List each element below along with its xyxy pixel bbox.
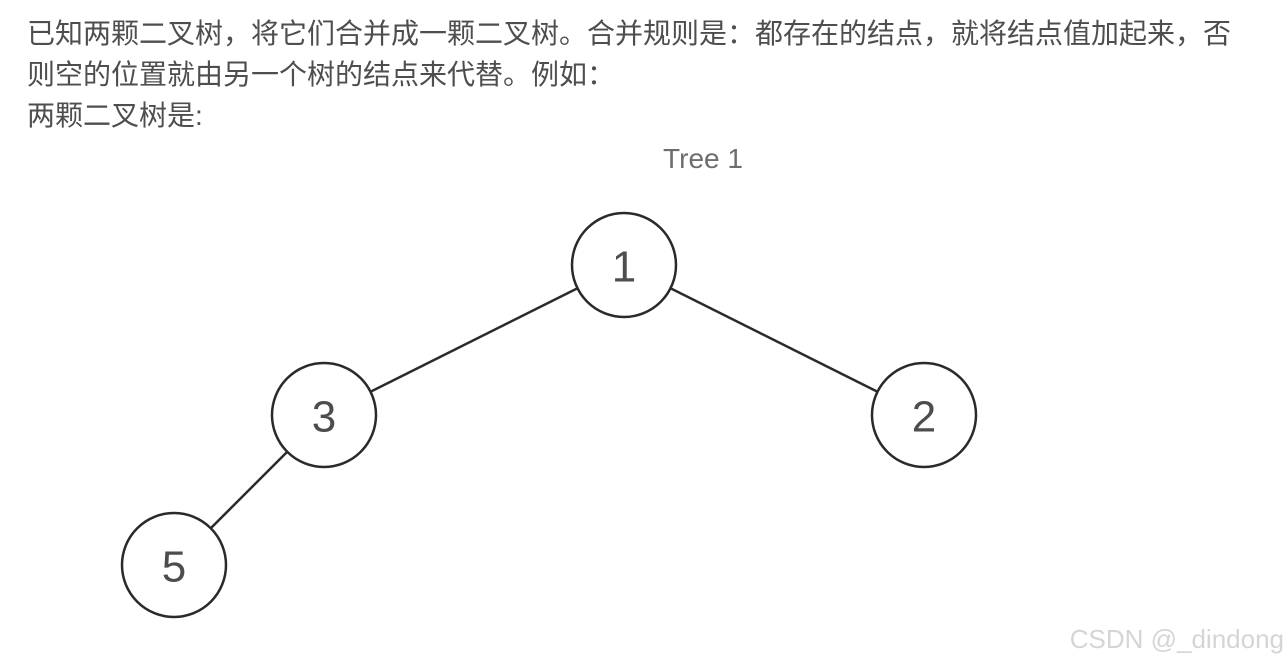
problem-description-line-2: 则空的位置就由另一个树的结点来代替。例如： [27, 59, 616, 90]
tree-node-left [270, 361, 378, 469]
problem-description-line-3: 两颗二叉树是: [27, 100, 203, 131]
tree-node-root [570, 211, 678, 319]
tree-title: Tree 1 [663, 143, 743, 174]
tree-edge-root-right [623, 263, 925, 417]
tree-node-value-left: 3 [312, 393, 336, 442]
tree-node-value-root: 1 [612, 243, 636, 292]
problem-description-line-1: 已知两颗二叉树，将它们合并成一颗二叉树。合并规则是：都存在的结点，就将结点值加起… [27, 18, 1232, 49]
tree-node-right [870, 361, 978, 469]
tree-node-value-right: 2 [912, 393, 936, 442]
problem-description: 已知两颗二叉树，将它们合并成一颗二叉树。合并规则是：都存在的结点，就将结点值加起… [27, 13, 1231, 136]
tree-node-left-left [120, 511, 228, 619]
tree-edge-root-left [323, 263, 625, 417]
tree-node-value-left-left: 5 [162, 543, 186, 592]
watermark: CSDN @_dindong [1069, 624, 1284, 654]
